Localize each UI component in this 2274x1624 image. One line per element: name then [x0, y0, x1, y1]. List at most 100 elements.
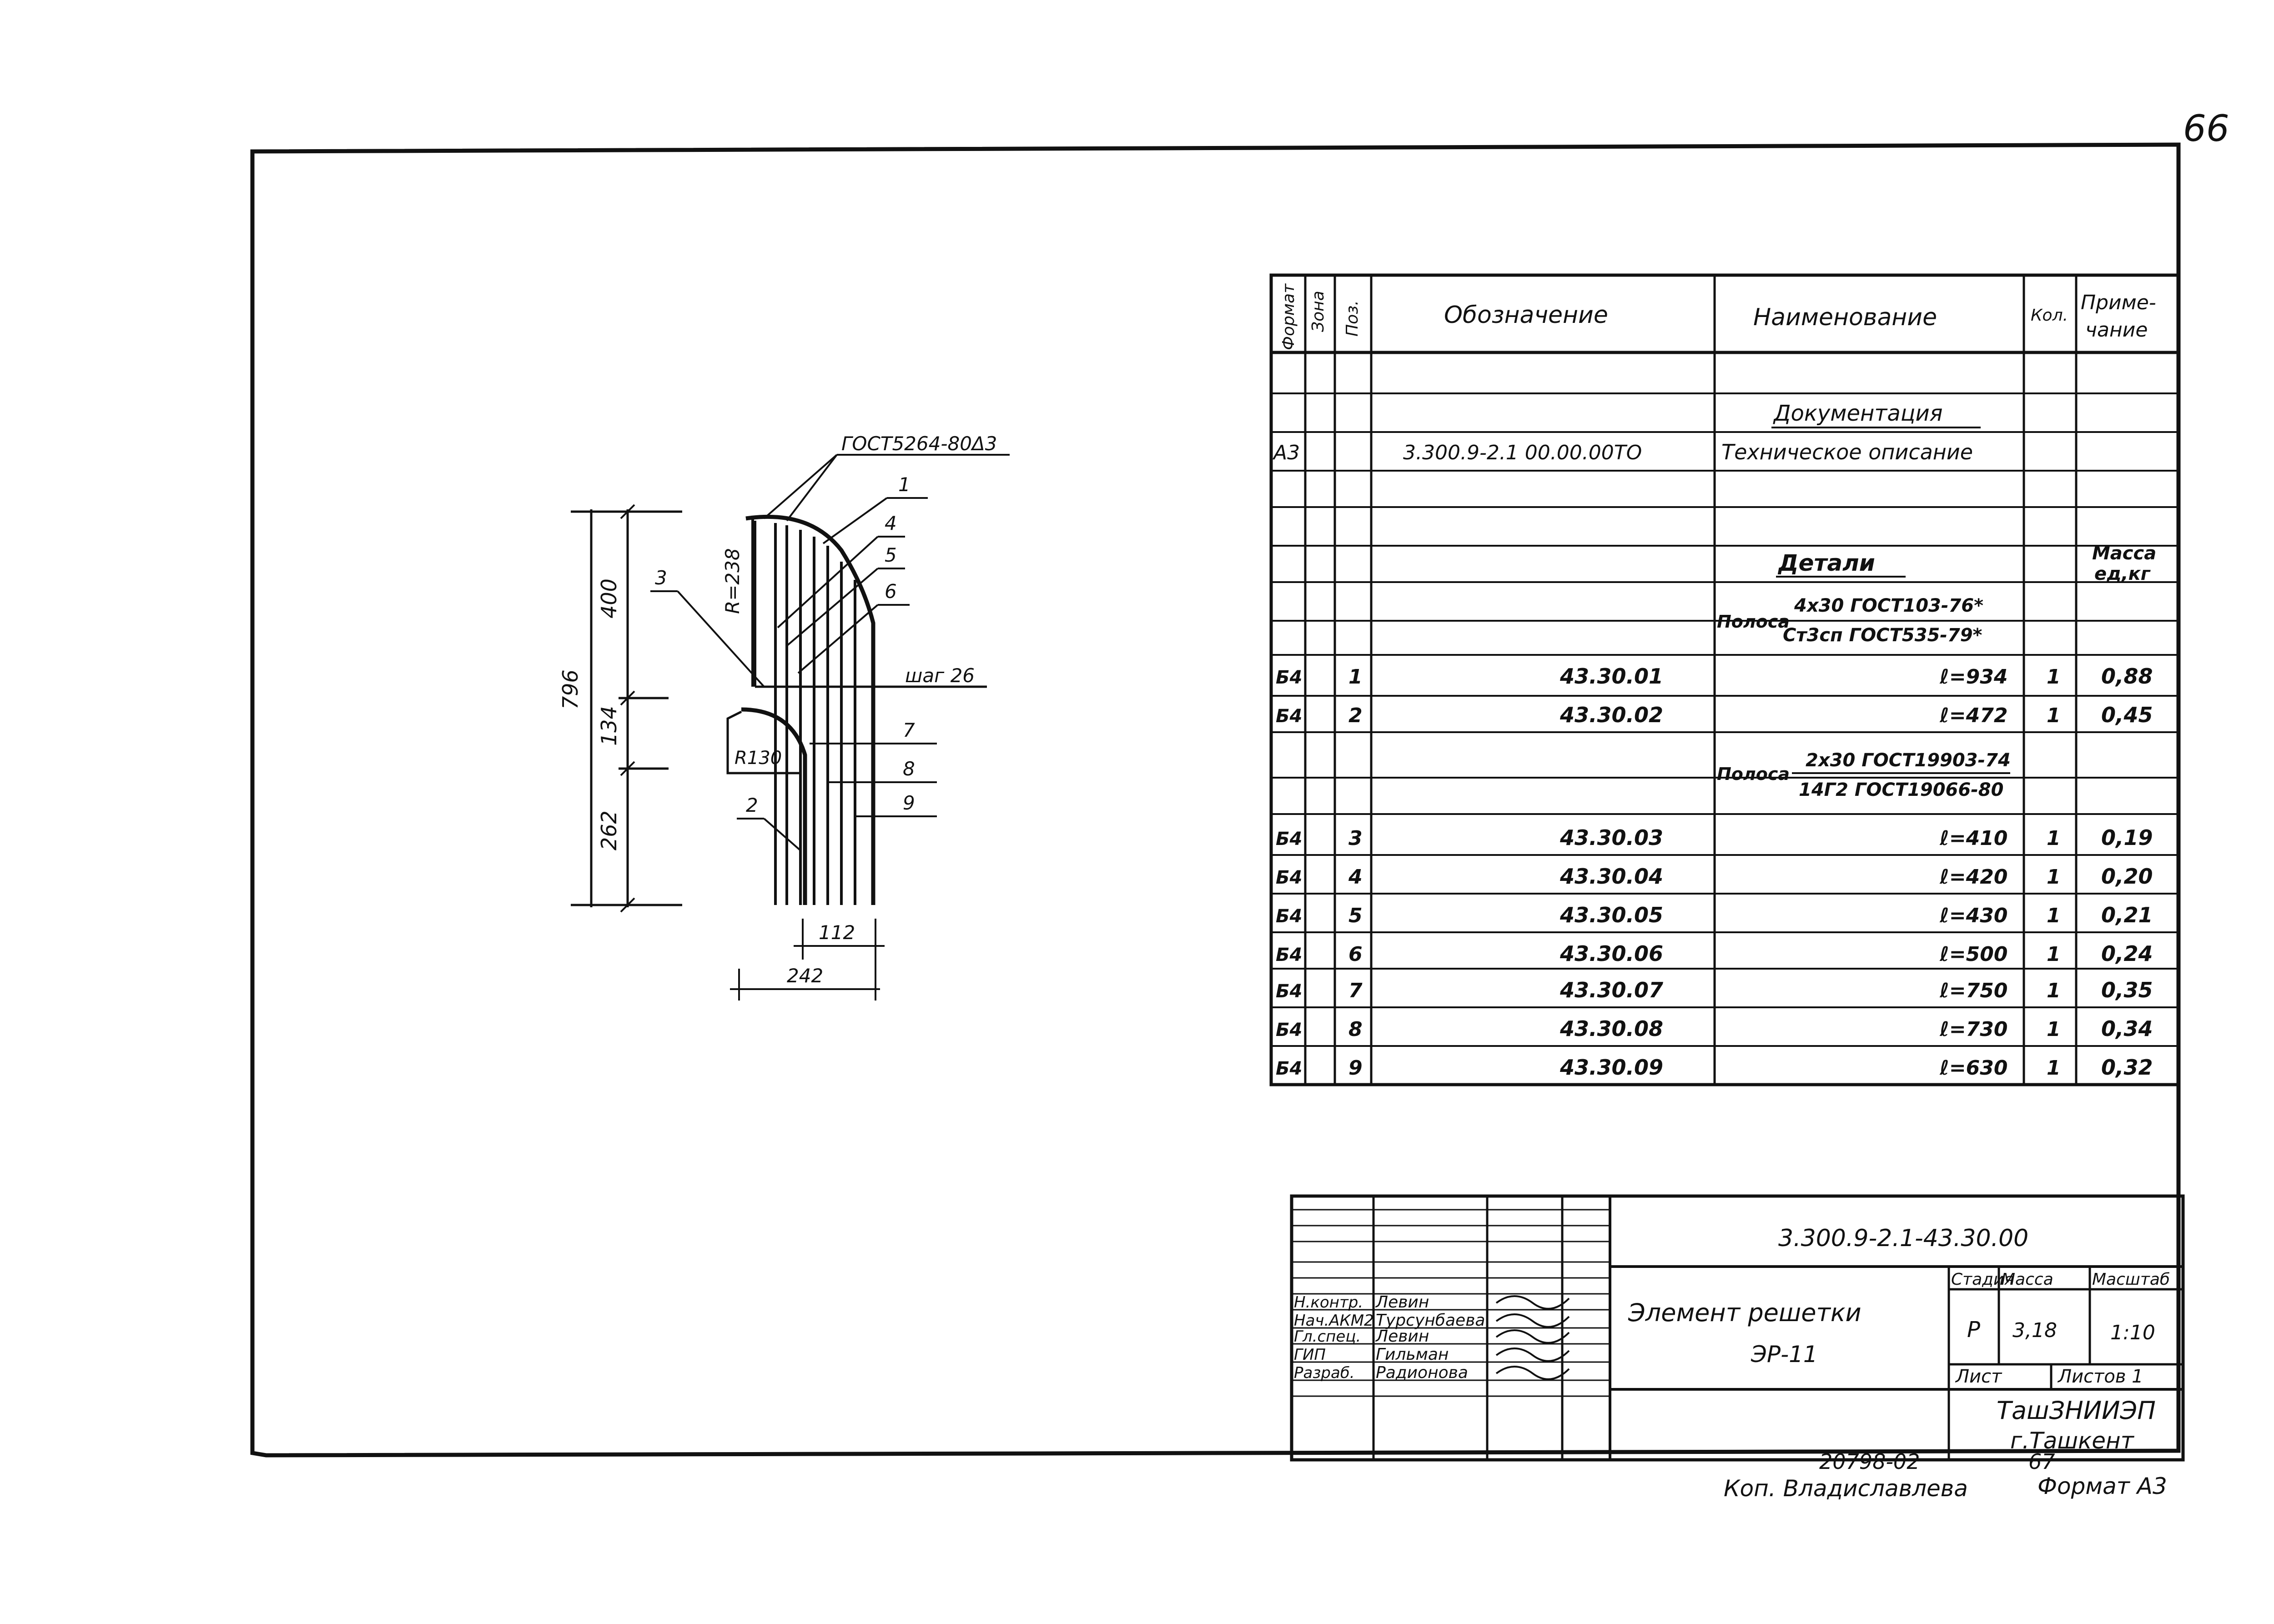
spec-cell-name: ℓ=410 — [1939, 827, 2007, 850]
dim-top: 400 — [597, 578, 621, 618]
title-line-1: Элемент решетки — [1628, 1298, 1861, 1327]
spec-cell-name: ℓ=472 — [1939, 704, 2007, 727]
spec-cell-designation: 43.30.08 — [1560, 1016, 1663, 1041]
spec-cell-format: Б4 — [1276, 706, 1302, 727]
signature — [1495, 1329, 1570, 1344]
spec-cell-designation: 43.30.03 — [1560, 825, 1663, 850]
weld-gost: ГОСТ5264-80Δ3 — [841, 432, 997, 455]
dim-total: 796 — [558, 669, 583, 709]
spec-cell-pos: 4 — [1348, 865, 1363, 889]
radius-small: R130 — [735, 748, 782, 769]
header-zone: Зона — [1309, 291, 1328, 332]
header-pos: Поз. — [1343, 300, 1362, 337]
material2-prefix: Полоса — [1717, 764, 1790, 784]
spec-cell-note: 0,88 — [2101, 664, 2153, 689]
staff-role: Разраб. — [1294, 1364, 1355, 1382]
spec-cell-name: ℓ=500 — [1939, 943, 2007, 966]
archive-page: 67 — [2028, 1449, 2055, 1474]
spec-cell-pos: 3 — [1348, 827, 1363, 850]
doc-name: Техническое описание — [1721, 440, 1973, 464]
spec-cell-qty: 1 — [2047, 1056, 2061, 1080]
spec-cell-note: 0,35 — [2101, 978, 2153, 1002]
spec-cell-pos: 7 — [1348, 979, 1363, 1002]
copyist-note: Коп. Владиславлева — [1724, 1475, 1968, 1502]
dim-242: 242 — [787, 965, 823, 987]
spec-cell-format: Б4 — [1276, 945, 1302, 965]
callout-3: 3 — [655, 567, 667, 589]
org-line-2: г.Ташкент — [2010, 1428, 2135, 1454]
stage-label: Стадия — [1951, 1270, 2014, 1289]
spec-cell-designation: 43.30.07 — [1560, 978, 1663, 1002]
spec-cell-note: 0,21 — [2101, 903, 2153, 927]
spec-cell-designation: 43.30.05 — [1560, 903, 1663, 927]
staff-name: Турсунбаева — [1376, 1311, 1485, 1330]
dim-112: 112 — [819, 921, 855, 944]
spec-cell-qty: 1 — [2047, 665, 2061, 689]
staff-name: Гильман — [1376, 1345, 1449, 1364]
spec-cell-note: 0,32 — [2101, 1055, 2153, 1080]
staff-role: ГИП — [1294, 1346, 1326, 1364]
staff-name: Левин — [1375, 1327, 1429, 1346]
spec-cell-qty: 1 — [2047, 979, 2061, 1002]
spec-cell-format: Б4 — [1276, 906, 1302, 927]
sheet-label: Лист — [1955, 1366, 2002, 1387]
spec-cell-name: ℓ=430 — [1939, 904, 2007, 927]
specification-table: Формат Зона Поз. Обозначение Наименовани… — [1269, 273, 2180, 1086]
sheet-frame — [250, 142, 2181, 1458]
spec-cell-designation: 43.30.02 — [1560, 703, 1663, 727]
spec-cell-qty: 1 — [2047, 1018, 2061, 1041]
staff-row: Разраб.Радионова — [1294, 1363, 1570, 1382]
material1-top: 4х30 ГОСТ103-76* — [1794, 595, 1983, 616]
spec-cell-designation: 43.30.01 — [1560, 664, 1663, 689]
header-qty: Кол. — [2031, 306, 2068, 325]
doc-designation: 3.300.9-2.1 00.00.00ТО — [1403, 441, 1642, 464]
callout-2: 2 — [746, 794, 758, 816]
doc-format: А3 — [1272, 441, 1300, 464]
org-line-1: ТашЗНИИЭП — [1997, 1396, 2156, 1425]
spec-cell-pos: 8 — [1348, 1018, 1363, 1041]
spec-cell-format: Б4 — [1276, 1058, 1302, 1079]
spec-cell-name: ℓ=934 — [1939, 665, 2007, 689]
signature — [1495, 1313, 1570, 1328]
signature — [1495, 1347, 1570, 1362]
archive-number: 20798-02 — [1819, 1449, 1920, 1474]
callout-5: 5 — [885, 544, 897, 566]
header-designation: Обозначение — [1444, 302, 1608, 329]
spec-cell-note: 0,24 — [2101, 941, 2153, 966]
signature — [1495, 1366, 1570, 1380]
mass-header-l2: ед,кг — [2094, 563, 2151, 584]
signature — [1495, 1295, 1570, 1310]
spec-cell-pos: 9 — [1348, 1056, 1363, 1080]
staff-role: Нач.АКМ2 — [1294, 1312, 1374, 1330]
spec-cell-qty: 1 — [2047, 943, 2061, 966]
callout-9: 9 — [903, 792, 915, 814]
spec-cell-name: ℓ=750 — [1939, 979, 2007, 1002]
sheets-label: Листов 1 — [2057, 1366, 2143, 1387]
header-format: Формат — [1279, 283, 1298, 350]
spec-cell-note: 0,19 — [2101, 825, 2153, 850]
material1-bottom: Ст3сп ГОСТ535-79* — [1783, 625, 1982, 646]
spec-cell-pos: 1 — [1348, 665, 1363, 689]
page-number: 66 — [2183, 107, 2229, 150]
spec-cell-format: Б4 — [1276, 829, 1302, 850]
mass-header-l1: Масса — [2092, 543, 2156, 564]
spec-table-frame — [1269, 273, 2180, 1086]
callout-7: 7 — [903, 719, 915, 741]
spec-cell-note: 0,45 — [2101, 703, 2153, 727]
staff-row: Гл.спец.Левин — [1294, 1327, 1570, 1346]
spec-cell-note: 0,34 — [2101, 1016, 2153, 1041]
header-name: Наименование — [1753, 304, 1937, 331]
spec-cell-designation: 43.30.04 — [1560, 864, 1663, 889]
spec-cell-format: Б4 — [1276, 867, 1302, 888]
spec-cell-name: ℓ=730 — [1939, 1018, 2007, 1041]
part-drawing: 796 400 134 262 112 242 R=238 R130 шаг 2… — [558, 432, 1010, 1001]
spec-cell-designation: 43.30.06 — [1560, 941, 1663, 966]
header-note-l2: чание — [2085, 318, 2148, 342]
